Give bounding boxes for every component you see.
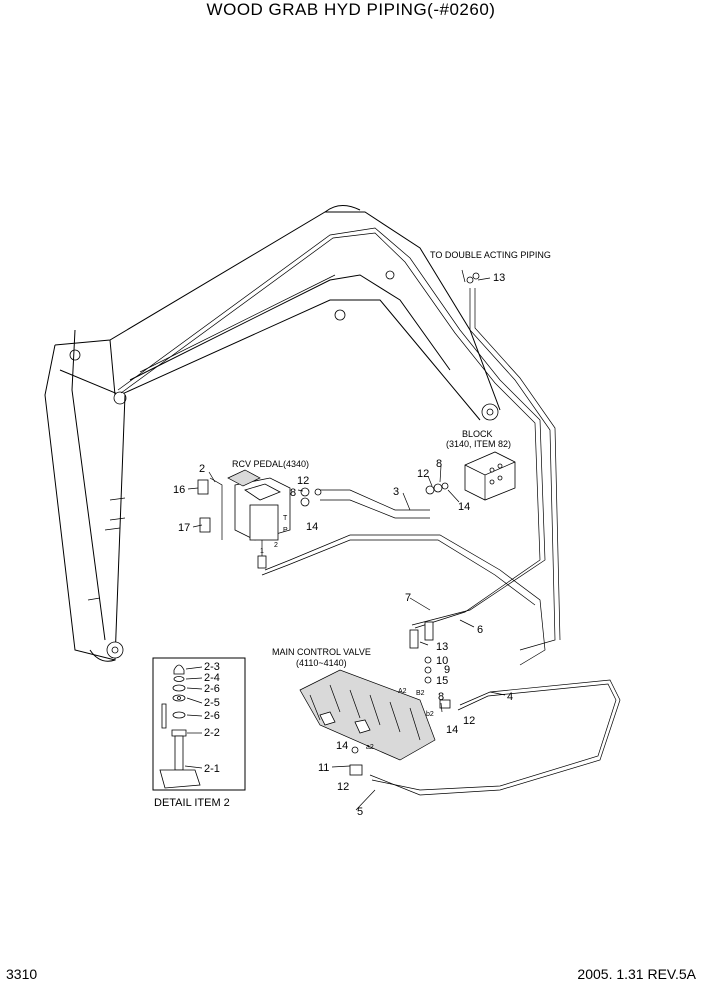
- note-detail-item: DETAIL ITEM 2: [154, 797, 230, 809]
- fittings: [300, 272, 480, 776]
- callout-12-block: 12: [417, 468, 429, 480]
- callout-17: 17: [178, 522, 190, 534]
- callout-2-1: 2-1: [204, 763, 220, 775]
- callout-8-mcv: 8: [438, 691, 444, 703]
- callout-16: 16: [173, 484, 185, 496]
- port-a2-small: a2: [366, 744, 374, 751]
- port-b2-small: b2: [426, 711, 434, 718]
- callout-14-pedal: 14: [306, 521, 318, 533]
- callout-12-pedal: 12: [297, 475, 309, 487]
- date-revision: 2005. 1.31 REV.5A: [577, 966, 696, 982]
- port-1: 1: [260, 548, 264, 555]
- rcv-pedal-drawing: [197, 469, 291, 569]
- detail-box: [152, 657, 246, 791]
- callout-8-pedal: 8: [290, 487, 296, 499]
- boom-hoses: [117, 227, 561, 651]
- port-2: 2: [274, 542, 278, 549]
- port-b2: B2: [416, 690, 425, 697]
- callout-12-low: 12: [337, 781, 349, 793]
- page-number: 3310: [6, 966, 38, 982]
- callout-2-5: 2-5: [204, 697, 220, 709]
- callout-14-mcv: 14: [446, 724, 458, 736]
- note-block-ref: (3140, ITEM 82): [446, 439, 511, 449]
- main-control-valve-drawing: [299, 669, 436, 761]
- callout-2-6a: 2-6: [204, 683, 220, 695]
- callout-14-low: 14: [336, 740, 348, 752]
- callout-15: 15: [436, 675, 448, 687]
- callout-12-mcv: 12: [463, 715, 475, 727]
- pedal-hoses: [261, 489, 546, 666]
- callout-11: 11: [318, 762, 329, 774]
- callout-7: 7: [405, 592, 411, 604]
- boom-drawing: [44, 205, 501, 662]
- mcv-hoses: [369, 679, 621, 796]
- callout-13-mcv: 13: [436, 641, 448, 653]
- note-main-control-valve: MAIN CONTROL VALVE: [272, 647, 371, 657]
- callout-5: 5: [357, 806, 363, 818]
- callout-2-2: 2-2: [204, 727, 220, 739]
- callout-2-3: 2-3: [204, 661, 220, 673]
- port-a2: A2: [398, 688, 407, 695]
- leader-lines: [184, 269, 506, 811]
- detail-parts: [159, 664, 201, 789]
- note-block: BLOCK: [462, 429, 493, 439]
- port-t: T: [283, 515, 288, 522]
- callout-2-4: 2-4: [204, 672, 220, 684]
- callout-8-block: 8: [436, 458, 442, 470]
- note-to-double-acting: TO DOUBLE ACTING PIPING: [430, 250, 551, 260]
- page-title: WOOD GRAB HYD PIPING(-#0260): [206, 0, 496, 19]
- callout-9: 9: [444, 664, 450, 676]
- callout-2: 2: [199, 463, 205, 475]
- port-p: P: [283, 527, 288, 534]
- callout-4: 4: [507, 691, 513, 703]
- callout-6: 6: [477, 624, 483, 636]
- callout-2-6b: 2-6: [204, 710, 220, 722]
- callout-3: 3: [393, 486, 399, 498]
- callout-13-top: 13: [493, 272, 505, 284]
- callout-14-block: 14: [458, 501, 470, 513]
- note-mcv-ref: (4110~4140): [296, 658, 347, 668]
- callout-10: 10: [436, 655, 448, 667]
- block-drawing: [464, 451, 516, 501]
- note-rcv-pedal: RCV PEDAL(4340): [232, 459, 309, 469]
